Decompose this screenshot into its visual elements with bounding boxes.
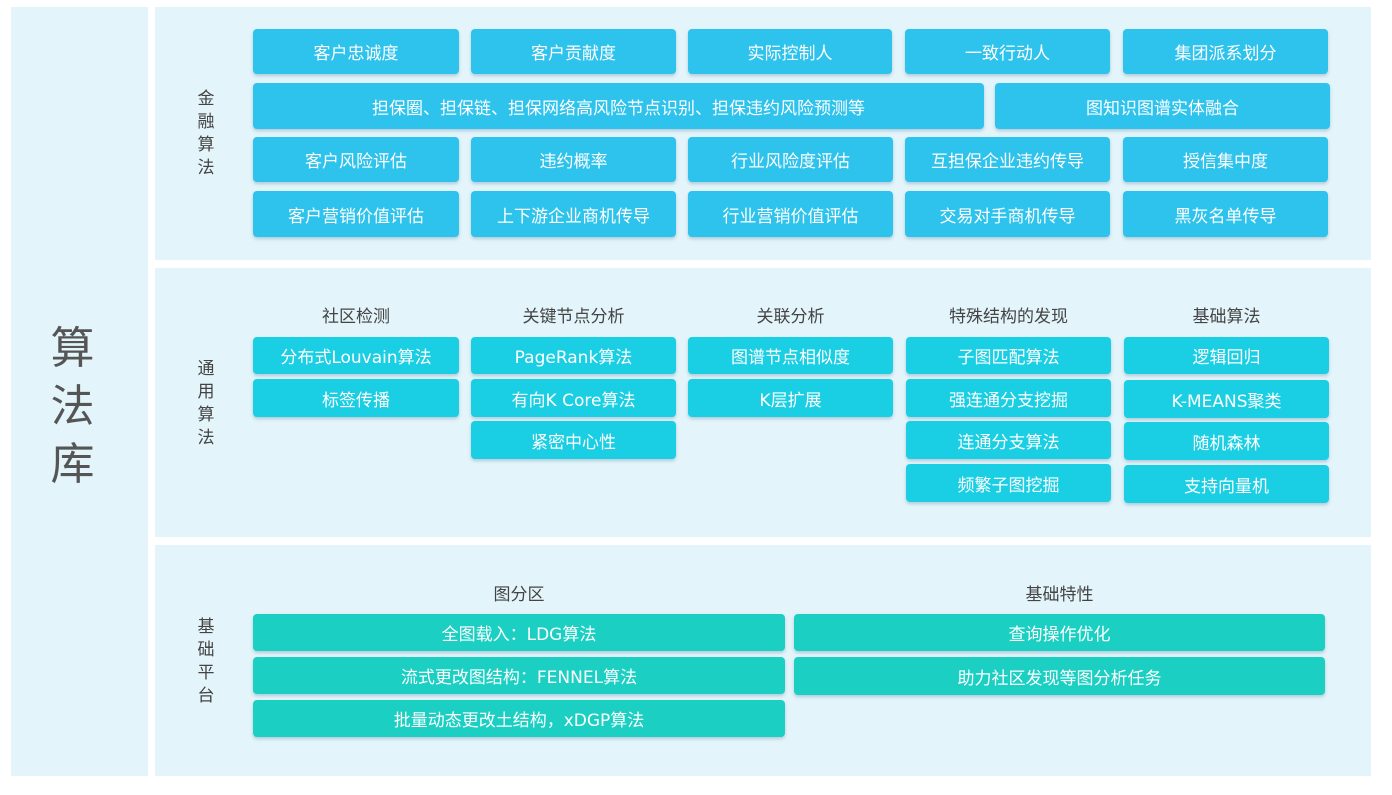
algo-box-k-hop-expansion[interactable]: K层扩展 bbox=[688, 379, 893, 417]
platform-box-query-optimization[interactable]: 查询操作优化 bbox=[794, 614, 1325, 651]
algo-box-guarantee-risk[interactable]: 担保圈、担保链、担保网络高风险节点识别、担保违约风险预测等 bbox=[253, 83, 984, 129]
platform-box-ldg[interactable]: 全图载入：LDG算法 bbox=[253, 614, 785, 651]
algo-box-actual-controller[interactable]: 实际控制人 bbox=[688, 29, 892, 74]
label-char: 平 bbox=[197, 663, 215, 683]
algo-box-concerted-actor[interactable]: 一致行动人 bbox=[905, 29, 1110, 74]
platform-box-community-support[interactable]: 助力社区发现等图分析任务 bbox=[794, 657, 1325, 695]
label-char: 础 bbox=[197, 640, 215, 660]
algo-box-svm[interactable]: 支持向量机 bbox=[1124, 465, 1329, 503]
algo-box-label-propagation[interactable]: 标签传播 bbox=[253, 379, 459, 417]
algo-box-frequent-subgraph[interactable]: 频繁子图挖掘 bbox=[906, 464, 1111, 502]
platform-section-label: 基 础 平 台 bbox=[191, 616, 221, 708]
algo-box-counterparty-opportunity[interactable]: 交易对手商机传导 bbox=[905, 191, 1110, 237]
algo-box-default-probability[interactable]: 违约概率 bbox=[471, 137, 676, 182]
label-char: 融 bbox=[197, 112, 215, 132]
algo-box-pagerank[interactable]: PageRank算法 bbox=[471, 337, 676, 374]
title-char: 法 bbox=[50, 381, 95, 432]
label-char: 通 bbox=[197, 359, 215, 379]
algo-box-k-core[interactable]: 有向K Core算法 bbox=[471, 379, 676, 417]
algo-box-node-similarity[interactable]: 图谱节点相似度 bbox=[688, 337, 893, 374]
column-head-association-analysis: 关联分析 bbox=[756, 307, 825, 327]
column-head-key-node-analysis: 关键节点分析 bbox=[522, 307, 625, 327]
algo-box-entity-fusion[interactable]: 图知识图谱实体融合 bbox=[995, 83, 1330, 129]
algo-box-customer-risk[interactable]: 客户风险评估 bbox=[253, 137, 459, 182]
algo-box-customer-contribution[interactable]: 客户贡献度 bbox=[471, 29, 676, 74]
label-char: 金 bbox=[197, 89, 215, 109]
column-head-basic-features: 基础特性 bbox=[1025, 585, 1094, 605]
algo-box-group-faction[interactable]: 集团派系划分 bbox=[1123, 29, 1328, 74]
label-char: 用 bbox=[197, 382, 215, 402]
algo-box-supply-chain-opportunity[interactable]: 上下游企业商机传导 bbox=[471, 191, 676, 237]
algo-box-strongly-connected[interactable]: 强连通分支挖掘 bbox=[906, 379, 1111, 417]
algo-box-logistic-regression[interactable]: 逻辑回归 bbox=[1124, 337, 1329, 374]
algo-box-kmeans[interactable]: K-MEANS聚类 bbox=[1124, 380, 1329, 418]
algo-box-closeness-centrality[interactable]: 紧密中心性 bbox=[471, 421, 676, 459]
title-char: 库 bbox=[50, 439, 95, 490]
platform-box-fennel[interactable]: 流式更改图结构：FENNEL算法 bbox=[253, 657, 785, 694]
label-char: 法 bbox=[197, 158, 215, 178]
library-title-panel bbox=[11, 7, 148, 776]
algo-box-mutual-guarantee-default[interactable]: 互担保企业违约传导 bbox=[905, 137, 1110, 182]
algo-box-credit-concentration[interactable]: 授信集中度 bbox=[1123, 137, 1328, 182]
general-section-label: 通 用 算 法 bbox=[191, 358, 221, 450]
algo-box-subgraph-matching[interactable]: 子图匹配算法 bbox=[906, 337, 1111, 374]
algo-box-louvain[interactable]: 分布式Louvain算法 bbox=[253, 337, 459, 374]
label-char: 算 bbox=[197, 135, 215, 155]
label-char: 基 bbox=[197, 617, 215, 637]
algo-box-industry-marketing[interactable]: 行业营销价值评估 bbox=[688, 191, 893, 237]
label-char: 法 bbox=[197, 428, 215, 448]
column-head-graph-partition: 图分区 bbox=[493, 585, 545, 605]
algo-box-random-forest[interactable]: 随机森林 bbox=[1124, 422, 1329, 460]
column-head-community-detection: 社区检测 bbox=[322, 307, 390, 327]
algo-box-industry-risk[interactable]: 行业风险度评估 bbox=[688, 137, 893, 182]
platform-box-xdgp[interactable]: 批量动态更改土结构，xDGP算法 bbox=[253, 700, 785, 737]
column-head-basic-algorithms: 基础算法 bbox=[1192, 307, 1261, 327]
library-title: 算 法 库 bbox=[11, 320, 134, 494]
label-char: 算 bbox=[197, 405, 215, 425]
label-char: 台 bbox=[197, 686, 215, 706]
algo-box-connected-components[interactable]: 连通分支算法 bbox=[906, 421, 1111, 459]
column-head-special-structure: 特殊结构的发现 bbox=[949, 307, 1068, 327]
finance-section-label: 金 融 算 法 bbox=[191, 88, 221, 180]
algo-box-blacklist-propagation[interactable]: 黑灰名单传导 bbox=[1123, 191, 1328, 237]
algo-box-marketing-value[interactable]: 客户营销价值评估 bbox=[253, 191, 459, 237]
title-char: 算 bbox=[50, 323, 95, 374]
algo-box-customer-loyalty[interactable]: 客户忠诚度 bbox=[253, 29, 459, 74]
